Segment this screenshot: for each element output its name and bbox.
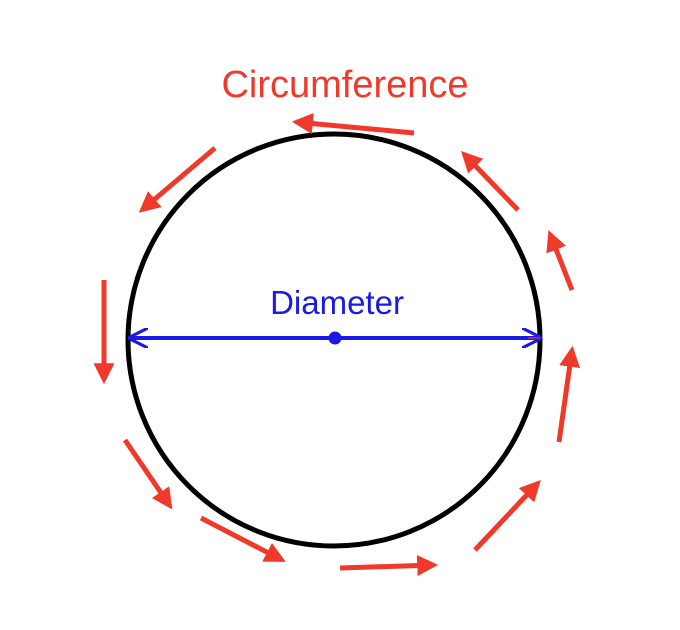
circumference-arrow-lower-left-1: [122, 438, 173, 510]
circumference-title: Circumference: [221, 64, 468, 106]
circumference-arrow-top: [291, 113, 415, 136]
circumference-arrow-upper-right-2: [461, 150, 520, 212]
circumference-arrow-lower-left-2: [199, 515, 286, 563]
circumference-arrows: [93, 113, 581, 577]
circumference-arrow-bottom: [339, 555, 439, 577]
circumference-arrow-right: [556, 345, 581, 443]
circumference-arrow-upper-right-1: [546, 230, 575, 291]
circumference-arrow-top-left: [138, 146, 217, 213]
diameter-label: Diameter: [270, 284, 404, 321]
center-point: [328, 331, 342, 345]
circumference-arrow-lower-right: [473, 479, 541, 552]
